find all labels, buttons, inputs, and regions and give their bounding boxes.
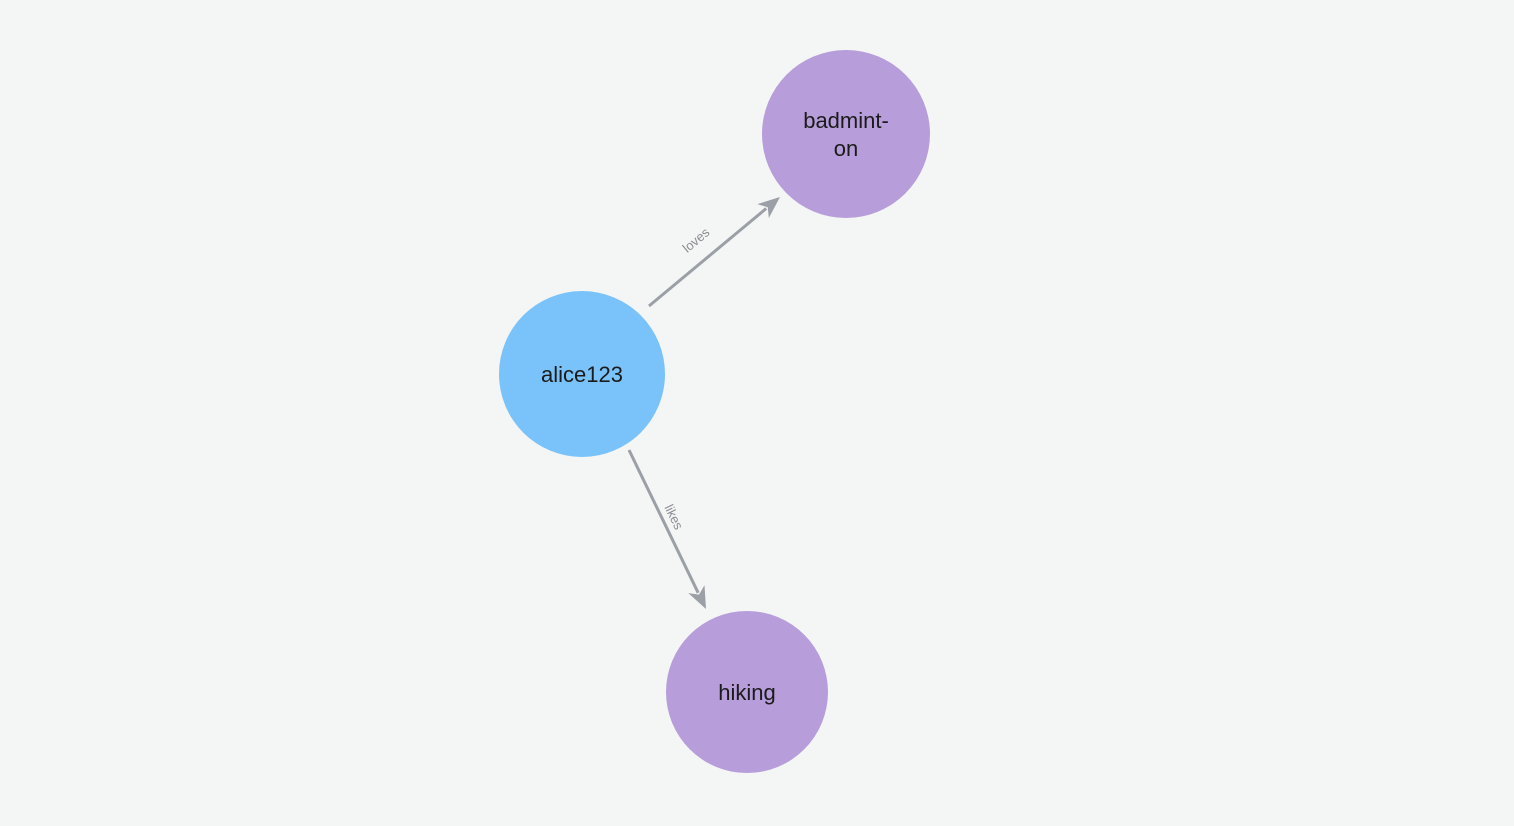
graph-node-alice123[interactable]: alice123 xyxy=(499,291,665,457)
graph-edge[interactable] xyxy=(648,197,780,308)
graph-edge-line xyxy=(627,449,700,594)
edges-layer xyxy=(627,197,780,609)
graph-node-circle[interactable] xyxy=(762,50,930,218)
graph-node-badminton[interactable]: badmint-on xyxy=(762,50,930,218)
graph-edge-arrowhead-icon xyxy=(757,197,780,218)
graph-edge-line xyxy=(648,207,768,308)
graph-node-circle[interactable] xyxy=(666,611,828,773)
graph-edge-label: loves xyxy=(680,224,713,255)
graph-edge-arrowhead-icon xyxy=(688,585,706,609)
graph-node-circle[interactable] xyxy=(499,291,665,457)
graph-node-hiking[interactable]: hiking xyxy=(666,611,828,773)
nodes-layer: alice123 badmint-on hiking xyxy=(499,50,930,773)
graph-edge[interactable] xyxy=(627,449,706,609)
